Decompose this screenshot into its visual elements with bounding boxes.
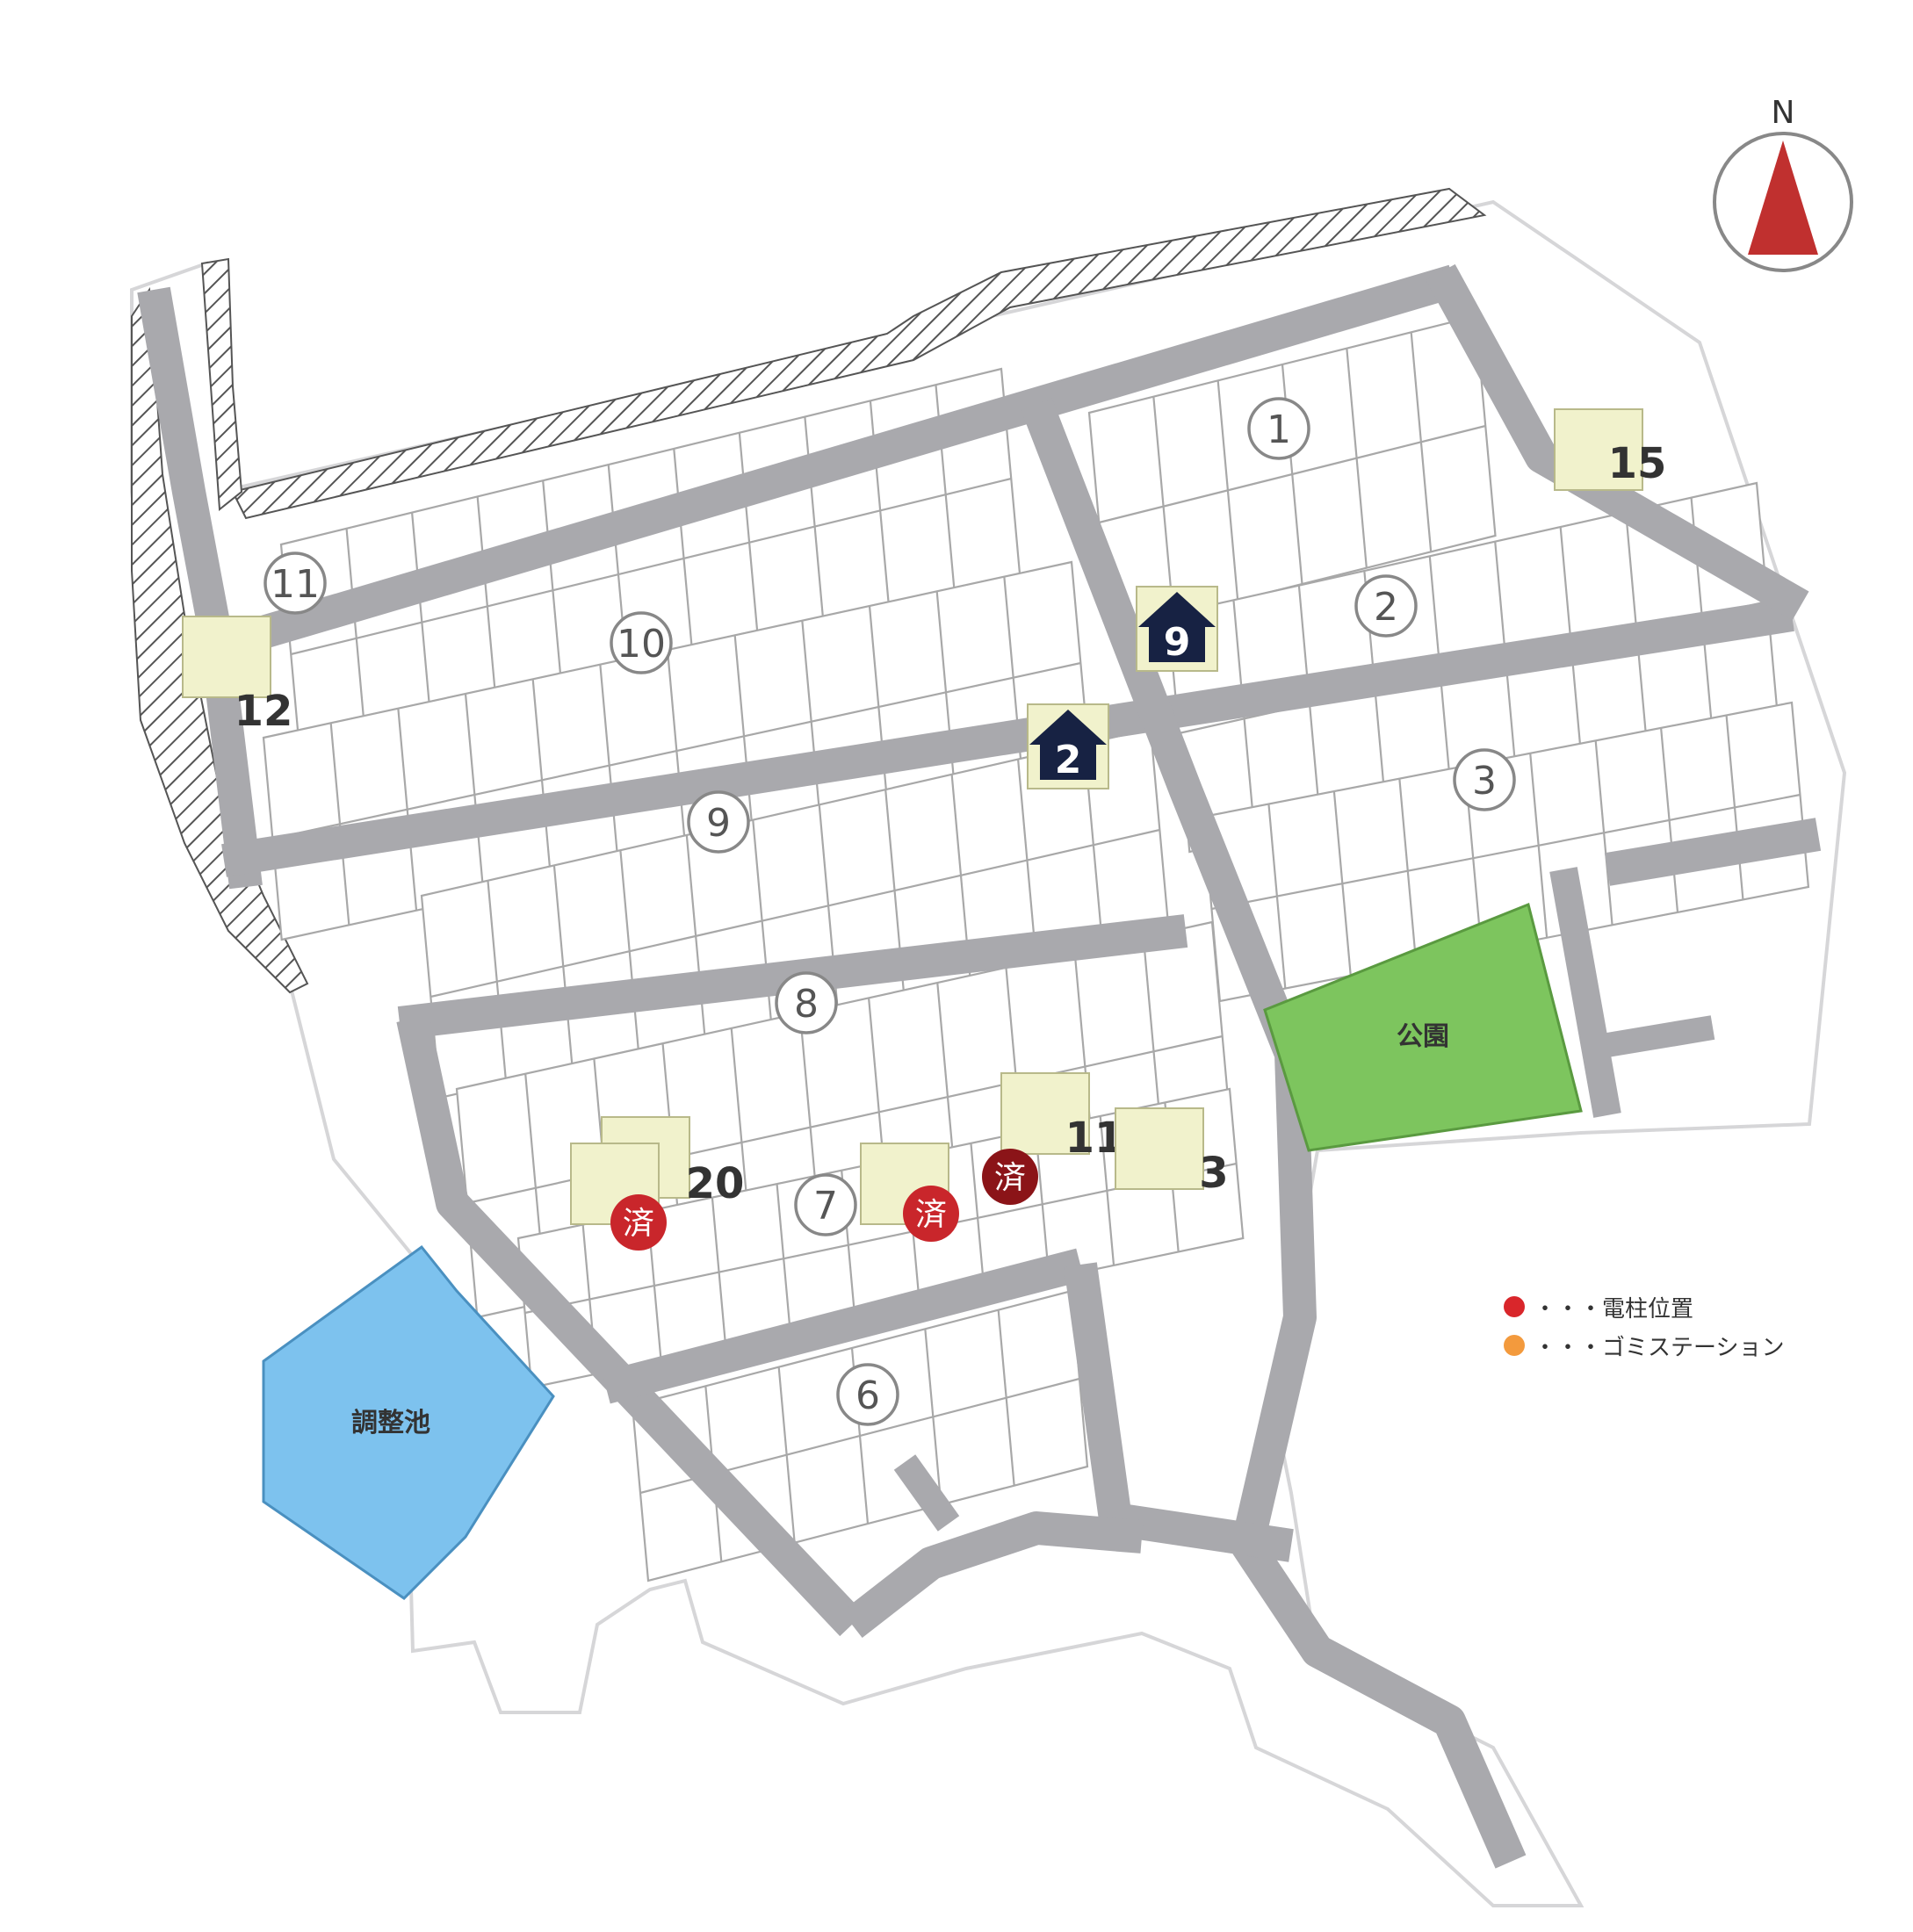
block-number-text: 6 <box>855 1373 880 1418</box>
block-number-7: 7 <box>794 1173 857 1236</box>
block-number-8: 8 <box>775 971 838 1034</box>
embankment-west <box>131 287 309 994</box>
lot-divider <box>1098 424 1486 524</box>
embankment-north <box>231 187 1487 520</box>
selected-lot-number: 11 <box>1065 1114 1124 1163</box>
block-number-text: 2 <box>1374 585 1398 630</box>
block-number-text: 9 <box>706 801 731 846</box>
embankment-west-2 <box>200 257 243 511</box>
selected-lot[interactable]: 11 <box>1000 1072 1124 1163</box>
selected-lot-number: 12 <box>235 687 293 736</box>
selected-lot[interactable]: 12 <box>182 616 293 736</box>
sold-badge-icon: 済 <box>610 1194 667 1251</box>
legend: ・・・電柱位置 ・・・ゴミステーション <box>1504 1287 1784 1365</box>
block-number-text: 8 <box>794 982 819 1027</box>
lot-divider <box>272 661 1081 840</box>
selected-lot-fill <box>1115 1107 1204 1190</box>
compass-needle-icon <box>1748 141 1818 255</box>
sold-markers: 済済済 <box>610 1149 1038 1251</box>
compass-label: N <box>1772 95 1795 131</box>
lot-block <box>262 560 1091 941</box>
svg-text:済: 済 <box>994 1160 1026 1196</box>
block-number-11: 11 <box>263 551 327 615</box>
model-houses: 92 <box>1027 586 1218 789</box>
selected-lot-fill <box>1000 1072 1090 1155</box>
block-number-9: 9 <box>687 790 750 854</box>
park-area <box>1263 902 1583 1152</box>
pond-area <box>262 1244 555 1600</box>
block-number-6: 6 <box>836 1363 899 1426</box>
block-number-1: 1 <box>1247 397 1310 460</box>
pond-label: 調整池 <box>351 1408 430 1438</box>
utility-pole-icon <box>1504 1296 1525 1317</box>
legend-item-garbage-station: ・・・ゴミステーション <box>1504 1326 1784 1365</box>
lot-divider <box>1211 793 1801 911</box>
block-labels: 1 2 3 6 7 8 9 10 11 <box>263 397 1516 1426</box>
selected-lot-fill <box>1554 408 1643 491</box>
model-house-number: 2 <box>1055 738 1082 782</box>
block-number-text: 10 <box>617 622 666 667</box>
compass: N <box>1713 95 1853 272</box>
selected-lot-number: 3 <box>1199 1149 1228 1198</box>
block-number-text: 1 <box>1267 407 1291 452</box>
sold-badge-icon: 済 <box>903 1186 959 1242</box>
block-number-2: 2 <box>1354 574 1418 638</box>
block-number-10: 10 <box>610 611 673 674</box>
block-number-text: 3 <box>1472 759 1497 804</box>
lot-divider <box>290 477 1012 656</box>
block-number-3: 3 <box>1453 748 1516 811</box>
block-number-text: 11 <box>271 562 320 607</box>
garbage-station-icon <box>1504 1335 1525 1356</box>
sold-badge-icon: 済 <box>982 1149 1038 1205</box>
selected-lot-number: 15 <box>1608 439 1667 488</box>
park-label: 公園 <box>1397 1021 1449 1052</box>
lot-divider <box>430 828 1160 998</box>
svg-text:済: 済 <box>915 1197 947 1233</box>
selected-lot[interactable]: 3 <box>1115 1107 1229 1198</box>
selected-lot-number: 20 <box>686 1159 745 1208</box>
model-house-number: 9 <box>1164 620 1191 665</box>
model-house-icon[interactable]: 2 <box>1027 703 1109 789</box>
block-number-text: 7 <box>813 1184 838 1229</box>
selected-lot[interactable]: 15 <box>1554 408 1667 491</box>
legend-item-utility-pole: ・・・電柱位置 <box>1504 1287 1784 1326</box>
svg-text:済: 済 <box>623 1206 654 1242</box>
selected-lot-fill <box>182 616 271 698</box>
model-house-icon[interactable]: 9 <box>1136 586 1218 672</box>
